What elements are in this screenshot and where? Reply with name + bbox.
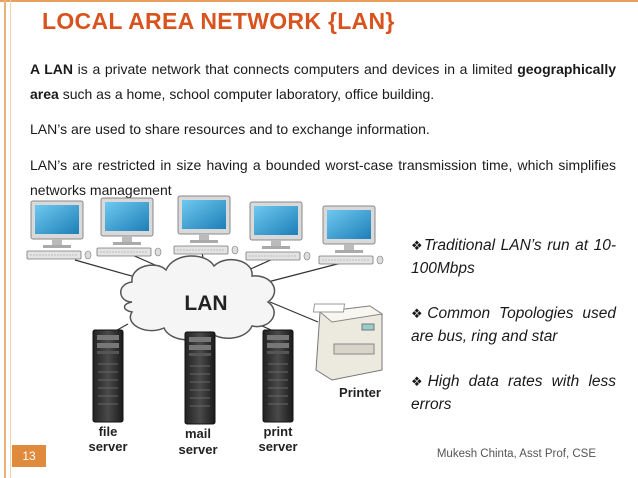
lan-term: A LAN [30, 61, 74, 77]
print-server-tower [262, 329, 294, 423]
bullet-text: Traditional LAN’s run at 10-100Mbps [411, 237, 616, 277]
workstation-3 [173, 195, 239, 255]
printer-label: Printer [339, 385, 381, 400]
geographically-area-term: geographically area [30, 61, 616, 102]
mail-server-tower [184, 331, 216, 425]
bullet-item-data-rates: ❖High data rates with less errors [411, 370, 616, 416]
footer-author: Mukesh Chinta, Asst Prof, CSE [436, 448, 596, 460]
workstation-1 [26, 200, 92, 260]
printer: Printer [312, 303, 384, 400]
lan-network-diagram: LAN Printer file server mail server prin… [26, 195, 384, 457]
definition-text-1: is a private network that connects compu… [73, 61, 518, 77]
bullet-list: ❖Traditional LAN’s run at 10-100Mbps ❖Co… [411, 234, 616, 438]
paragraph-lan-restriction: LAN’s are restricted in size having a bo… [30, 157, 616, 198]
mail-server-label-line2: server [178, 442, 217, 457]
bullet-text: High data rates with less errors [411, 373, 617, 413]
cloud-label: LAN [184, 292, 227, 315]
workstation-5 [318, 205, 384, 265]
diamond-bullet-icon: ❖ [411, 306, 428, 321]
lan-cloud: LAN [120, 255, 276, 341]
print-server-label-line2: server [258, 439, 297, 454]
file-server-label-line1: file [99, 424, 118, 439]
slide-title: LOCAL AREA NETWORK {LAN} [42, 8, 395, 34]
workstation-2 [96, 197, 162, 257]
bullet-item-topologies: ❖Common Topologies used are bus, ring an… [411, 302, 616, 348]
diamond-bullet-icon: ❖ [411, 374, 428, 389]
workstation-4 [245, 201, 311, 261]
file-server-tower [92, 329, 124, 423]
left-border-inner [10, 0, 11, 478]
paragraph-lan-definition: A LAN is a private network that connects… [30, 57, 616, 107]
bullet-item-speed: ❖Traditional LAN’s run at 10-100Mbps [411, 234, 616, 280]
print-server-label-line1: print [264, 424, 294, 439]
left-border [4, 0, 6, 478]
paragraph-lan-usage: LAN’s are used to share resources and to… [30, 121, 430, 137]
bullet-text: Common Topologies used are bus, ring and… [411, 305, 616, 345]
file-server-label-line2: server [88, 439, 127, 454]
mail-server-label-line1: mail [185, 426, 211, 441]
slide-number: 13 [12, 445, 46, 467]
top-border [0, 0, 638, 2]
definition-text-2: such as a home, school computer laborato… [58, 86, 435, 102]
diamond-bullet-icon: ❖ [411, 238, 424, 253]
